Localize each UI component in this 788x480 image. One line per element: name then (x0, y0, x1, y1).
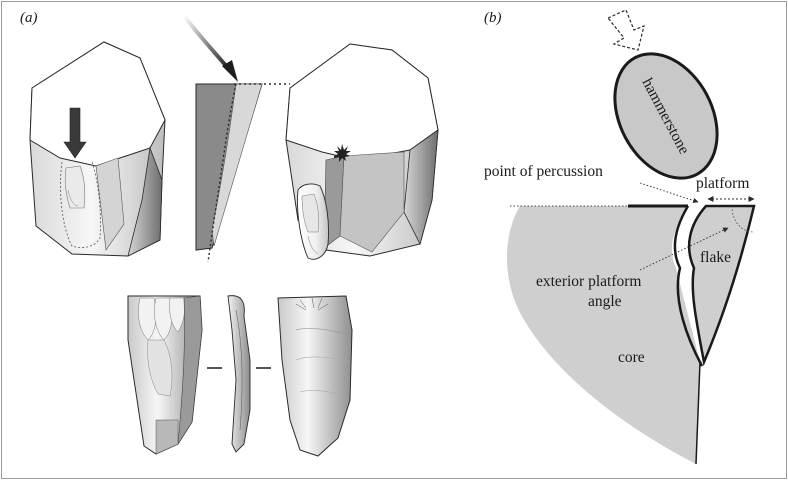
core-body (507, 204, 701, 465)
hollow-arrow-icon (607, 9, 645, 51)
platform-label: platform (696, 175, 749, 192)
exterior-platform-angle-annotation: exterior platform angle (536, 227, 729, 310)
downward-arrow-icon (63, 107, 87, 159)
flake-shape: flake (673, 204, 756, 367)
detached-flake (297, 183, 329, 260)
core-after-strike (285, 43, 439, 260)
flake-ventral-view (277, 295, 353, 457)
panel-b-label: (b) (484, 10, 502, 26)
panel-a: (a) (20, 10, 439, 457)
point-of-percussion-annotation: point of percussion (484, 163, 699, 204)
flake-dorsal-view (127, 295, 203, 455)
profile-cross-section (182, 14, 290, 263)
strike-arrow-icon (182, 14, 238, 82)
platform-annotation: platform (696, 175, 755, 202)
panel-b: (b) hammerstone flake platform (484, 9, 756, 465)
panel-a-label: (a) (20, 10, 38, 26)
core-platform-surface (29, 41, 166, 167)
core-before-strike (29, 41, 166, 257)
core2-platform-surface (285, 43, 439, 161)
point-of-percussion-label: point of percussion (484, 163, 603, 180)
exterior-platform-angle-label-line2: angle (588, 293, 622, 310)
flake-label: flake (700, 249, 731, 266)
flake-side-view (227, 295, 251, 453)
exterior-platform-angle-label-line1: exterior platform (536, 273, 641, 290)
core-label: core (618, 349, 645, 366)
impact-point-icon (334, 144, 351, 162)
hammerstone: hammerstone (613, 52, 719, 180)
